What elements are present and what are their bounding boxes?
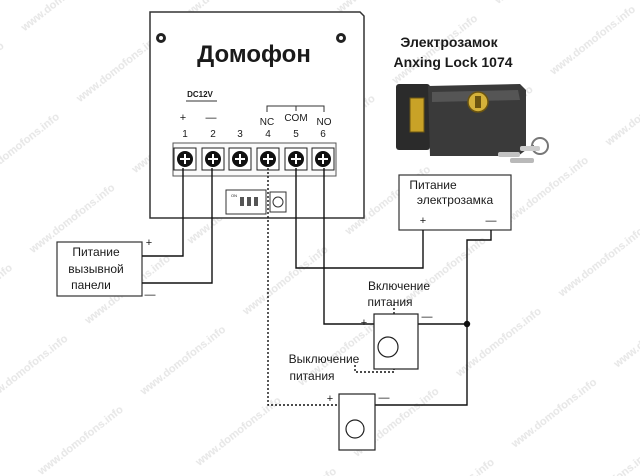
wire-nc-to-button-off (267, 168, 339, 406)
button-on-plus: + (361, 317, 367, 329)
lock-title: Электрозамок (400, 34, 498, 50)
lock-power-line1: Питание (409, 178, 457, 192)
device-title: Домофон (197, 41, 311, 68)
lock-power-line2: электрозамка (417, 193, 494, 207)
button-off-knob (345, 419, 365, 439)
lock-key-3 (520, 146, 540, 151)
intercom-device: Домофон DC12V + — NC COM NO 1 2 3 4 5 6 … (149, 11, 365, 219)
mount-hole-left-inner (159, 36, 163, 40)
button-on-minus: — (422, 311, 433, 323)
mount-hole-right-inner (339, 36, 343, 40)
terminal-number-1: 1 (182, 129, 188, 140)
button-off-line2: питания (289, 369, 334, 383)
button-on-line2: питания (367, 295, 412, 309)
wire-panel-minus (142, 168, 213, 284)
nc-label: NC (260, 117, 274, 128)
dip-lever-1 (240, 197, 244, 206)
lock-power-box (398, 174, 512, 231)
lock-power-minus: — (486, 215, 497, 227)
screw-slot-icon (208, 154, 218, 164)
wires (142, 168, 492, 406)
wire-no-to-button-on (323, 168, 377, 325)
panel-power-line2: вызывной (68, 262, 124, 276)
button-on-knob (377, 336, 399, 358)
junction-dot (463, 320, 471, 328)
screw-slot-icon (291, 154, 301, 164)
minus-sign: — (206, 112, 217, 124)
lock-body (428, 84, 526, 156)
wire-com-to-psu-plus (295, 168, 424, 269)
com-label: COM (284, 113, 307, 124)
lock-key-2 (510, 158, 534, 163)
terminal-number-4: 4 (265, 129, 271, 140)
terminal-number-3: 3 (237, 129, 243, 140)
lock-bolt (409, 97, 425, 133)
terminal-block (172, 142, 337, 177)
power-on-button: Включение питания + — (361, 279, 433, 370)
power-label: DC12V (187, 90, 213, 99)
button-off-plus: + (327, 393, 333, 405)
panel-power-plus: + (146, 237, 152, 249)
dip-switch-label: ON (231, 193, 237, 198)
plus-sign: + (180, 112, 186, 124)
screw-slot-icon (180, 154, 190, 164)
terminal-number-6: 6 (320, 129, 326, 140)
button-off-line1: Выключение (289, 352, 360, 366)
lock-power-plus: + (420, 215, 426, 227)
button-off-minus: — (379, 392, 390, 404)
electric-lock-image: Электрозамок Anxing Lock 1074 (393, 34, 549, 163)
wire-panel-plus (142, 168, 184, 257)
power-off-button: Выключение питания + — (289, 352, 390, 451)
terminal-number-5: 5 (293, 129, 299, 140)
dip-switch (225, 189, 267, 215)
lock-power-supply: Питание электрозамка + — (398, 174, 512, 231)
panel-power-minus: — (145, 289, 156, 301)
screw-slot-icon (318, 154, 328, 164)
dip-lever-3 (254, 197, 258, 206)
dip-lever-2 (247, 197, 251, 206)
terminal-number-2: 2 (210, 129, 216, 140)
no-label: NO (317, 117, 332, 128)
panel-power-line1: Питание (72, 245, 120, 259)
lock-key-1 (498, 152, 520, 157)
screw-slot-icon (263, 154, 273, 164)
panel-power-box (56, 241, 143, 297)
reset-button-knob (272, 196, 284, 208)
screw-slot-icon (235, 154, 245, 164)
panel-power-supply: Питание вызывной панели + — (56, 237, 156, 301)
terminal-screws (173, 147, 335, 171)
wire-psu-minus (375, 230, 492, 406)
lock-model: Anxing Lock 1074 (393, 54, 512, 70)
panel-power-line3: панели (71, 278, 111, 292)
lock-keyhole (475, 96, 481, 108)
button-on-line1: Включение (368, 279, 430, 293)
